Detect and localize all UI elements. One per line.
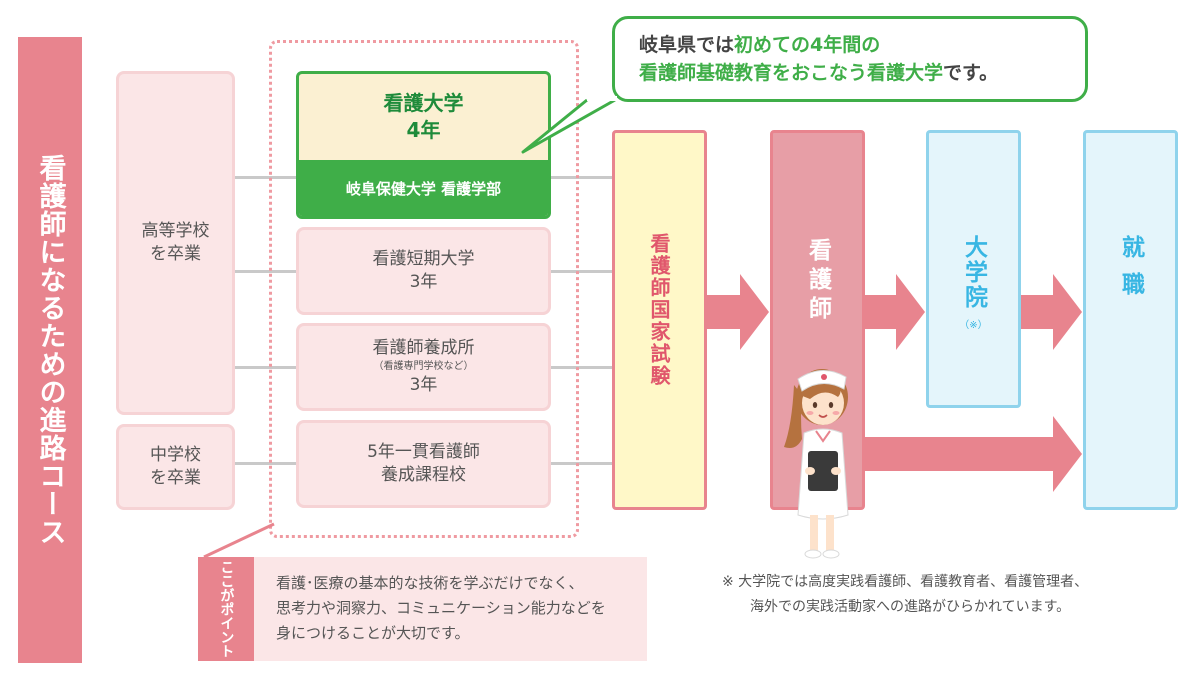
school-title: 看護師養成所 — [372, 338, 475, 359]
employment-label: 就職 — [1117, 235, 1144, 309]
university-name: 岐阜保健大学 看護学部 — [299, 160, 548, 216]
flow-arrow-grad-to-job — [1021, 274, 1082, 350]
point-label: ここがポイント — [218, 560, 235, 658]
footnote-line: ※ 大学院では高度実践看護師、看護教育者、看護管理者、 — [722, 574, 1089, 590]
entry-high-school: 高等学校 を卒業 — [116, 71, 235, 415]
callout-bubble: 岐阜県では初めての4年間の 看護師基礎教育をおこなう看護大学です。 — [612, 16, 1088, 102]
university-header: 看護大学 4年 — [299, 74, 548, 160]
flow-arrow-exam-to-nurse — [707, 274, 769, 350]
nurse-illustration — [784, 369, 849, 559]
school-years: 養成課程校 — [381, 465, 466, 485]
point-text-line: 身につけることが大切です。 — [276, 623, 470, 642]
school-five-year-program: 5年一貫看護師 養成課程校 — [296, 420, 551, 508]
point-pointer-line — [203, 522, 275, 559]
school-subtitle: （看護専門学校など） — [373, 361, 474, 372]
course-title: 看護師になるための進路コース — [34, 154, 66, 546]
callout-text: 岐阜県では — [639, 33, 735, 56]
employment-box: 就職 — [1083, 130, 1178, 510]
graduate-note-mark: （※） — [959, 320, 988, 331]
point-label-box: ここがポイント — [198, 557, 254, 661]
footnote-line: 海外での実践活動家への進路がひらかれています。 — [750, 598, 1071, 615]
footnote: ※ 大学院では高度実践看護師、看護教育者、看護管理者、 海外での実践活動家への進… — [722, 570, 1192, 619]
highlight-frame — [269, 40, 579, 538]
exam-label: 看護師国家試験 — [647, 233, 671, 387]
school-title: 看護短期大学 — [372, 249, 475, 270]
school-training-institute: 看護師養成所 （看護専門学校など） 3年 — [296, 323, 551, 411]
callout-tail — [521, 96, 617, 154]
university-years: 4年 — [406, 118, 441, 142]
callout-line-1: 岐阜県では初めての4年間の — [639, 31, 1085, 60]
graduate-school-box: 大学院 （※） — [926, 130, 1021, 408]
university-title: 看護大学 — [383, 91, 464, 115]
national-exam-box: 看護師国家試験 — [612, 130, 707, 510]
school-years: 3年 — [409, 272, 438, 292]
flow-arrow-nurse-to-grad — [865, 274, 925, 350]
entry-label-line: を卒業 — [150, 244, 201, 264]
point-text-line: 看護･医療の基本的な技術を学ぶだけでなく、 — [276, 574, 584, 592]
callout-text: です。 — [943, 62, 999, 84]
course-title-bar: 看護師になるための進路コース — [18, 37, 82, 663]
flow-arrow-nurse-to-job — [865, 416, 1082, 492]
callout-highlight: 看護師基礎教育をおこなう看護大学 — [639, 62, 944, 84]
entry-junior-high: 中学校 を卒業 — [116, 424, 235, 510]
school-title: 5年一貫看護師 — [367, 442, 480, 463]
entry-label-line: 高等学校 — [141, 221, 210, 242]
callout-line-2: 看護師基礎教育をおこなう看護大学です。 — [639, 59, 1085, 88]
point-text-line: 思考力や洞察力、コミュニケーション能力などを — [276, 598, 606, 617]
nurse-label: 看護師 — [804, 238, 831, 325]
point-text-box: 看護･医療の基本的な技術を学ぶだけでなく、 思考力や洞察力、コミュニケーション能… — [254, 557, 647, 661]
entry-label-line: 中学校 — [150, 445, 201, 466]
school-junior-college: 看護短期大学 3年 — [296, 227, 551, 315]
entry-label-line: を卒業 — [150, 468, 201, 488]
nursing-university-box: 看護大学 4年 岐阜保健大学 看護学部 — [296, 71, 551, 219]
school-years: 3年 — [409, 375, 438, 395]
graduate-label: 大学院 — [960, 235, 987, 310]
callout-highlight: 初めての4年間の — [734, 33, 881, 56]
